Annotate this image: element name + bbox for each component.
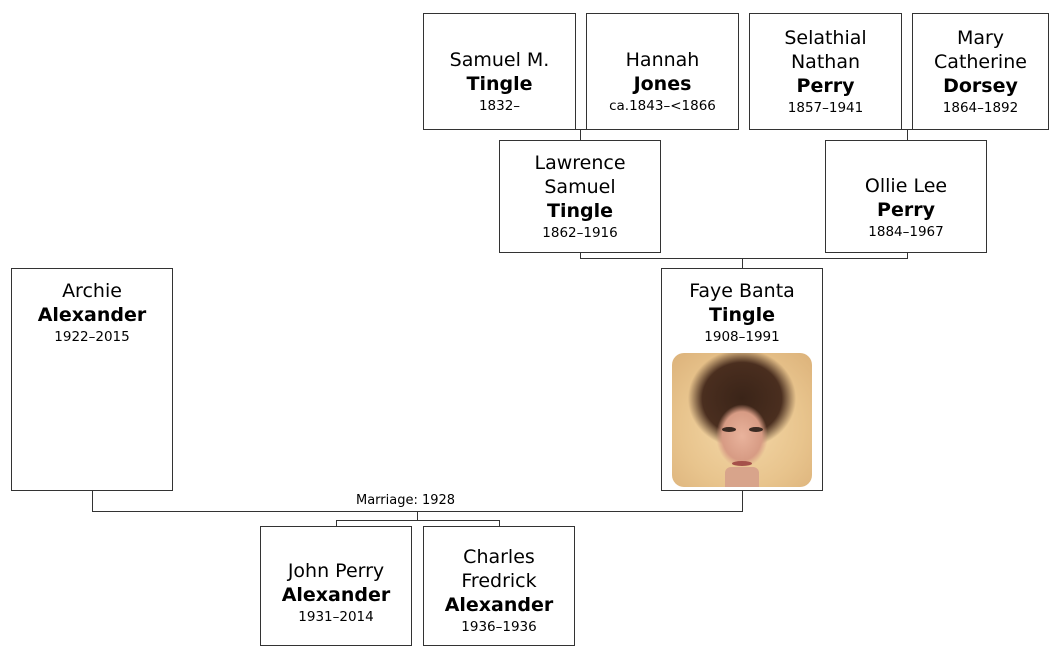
life-dates: 1832– [478, 97, 521, 114]
given-name: John Perry [287, 560, 385, 582]
surname: Alexander [444, 594, 554, 616]
given-name: Samuel M. [449, 48, 550, 71]
surname: Tingle [547, 199, 613, 222]
surname: Perry [877, 198, 935, 221]
person-card-lawrence-tingle[interactable]: Lawrence Samuel Tingle 1862–1916 [499, 140, 661, 253]
connector-archie-down [92, 490, 93, 511]
life-dates: 1931–2014 [298, 609, 374, 625]
portrait-photo[interactable] [672, 353, 812, 487]
given-name: Hannah [625, 48, 700, 71]
life-dates: 1857–1941 [787, 99, 864, 116]
given-name-second: Nathan [790, 50, 861, 73]
person-card-samuel-tingle[interactable]: Samuel M. Tingle 1832– [423, 13, 576, 130]
given-name-first: Selathial [784, 26, 867, 49]
connector-ollie-down [907, 252, 908, 259]
life-dates: 1864–1892 [942, 99, 1019, 116]
given-name-second: Catherine [934, 50, 1027, 73]
surname: Tingle [709, 304, 775, 326]
person-card-archie-alexander[interactable]: Archie Alexander 1922–2015 [11, 268, 173, 491]
person-card-hannah-jones[interactable]: Hannah Jones ca.1843–<1866 [586, 13, 739, 130]
marriage-label: Marriage: 1928 [354, 493, 458, 508]
given-name-first: Lawrence [534, 151, 626, 174]
life-dates: ca.1843–<1866 [609, 97, 716, 114]
person-card-john-alexander[interactable]: John Perry Alexander 1931–2014 [260, 526, 412, 646]
life-dates: 1922–2015 [54, 329, 130, 345]
connector-parents-to-faye [742, 258, 743, 269]
connector-lawrence-down [580, 252, 581, 259]
photo-eye-right [749, 427, 763, 432]
surname: Perry [796, 74, 855, 97]
connector-faye-down [742, 490, 743, 511]
connector-charles-up [499, 520, 500, 526]
photo-neck [725, 467, 759, 487]
given-name-second: Samuel [544, 175, 616, 198]
given-name-second: Fredrick [461, 570, 537, 592]
given-name-first: Charles [463, 546, 535, 568]
surname: Tingle [466, 72, 533, 95]
photo-eye-left [722, 427, 736, 432]
person-card-selathial-perry[interactable]: Selathial Nathan Perry 1857–1941 [749, 13, 902, 130]
given-name: Archie [62, 280, 122, 302]
life-dates: 1884–1967 [868, 223, 944, 240]
connector-samuel-hannah [505, 129, 664, 130]
surname: Alexander [281, 584, 391, 606]
given-name: Faye Banta [689, 280, 795, 302]
connector-marriage-to-children [417, 511, 418, 521]
connector-samuel-hannah-down [580, 129, 581, 140]
connector-children [336, 520, 500, 521]
person-card-faye-tingle[interactable]: Faye Banta Tingle 1908–1991 [661, 268, 823, 491]
connector-john-up [336, 520, 337, 526]
surname: Jones [633, 72, 692, 95]
life-dates: 1908–1991 [704, 329, 780, 345]
photo-mouth [732, 461, 752, 466]
person-card-charles-alexander[interactable]: Charles Fredrick Alexander 1936–1936 [423, 526, 575, 646]
connector-selathial-mary-down [907, 129, 908, 140]
life-dates: 1936–1936 [461, 619, 537, 635]
surname: Alexander [37, 304, 147, 326]
given-name-first: Mary [956, 26, 1005, 49]
person-card-ollie-perry[interactable]: Ollie Lee Perry 1884–1967 [825, 140, 987, 253]
surname: Dorsey [943, 74, 1018, 97]
connector-lawrence-ollie [580, 258, 908, 259]
person-card-mary-dorsey[interactable]: Mary Catherine Dorsey 1864–1892 [912, 13, 1049, 130]
life-dates: 1862–1916 [542, 224, 618, 241]
given-name: Ollie Lee [864, 174, 948, 197]
